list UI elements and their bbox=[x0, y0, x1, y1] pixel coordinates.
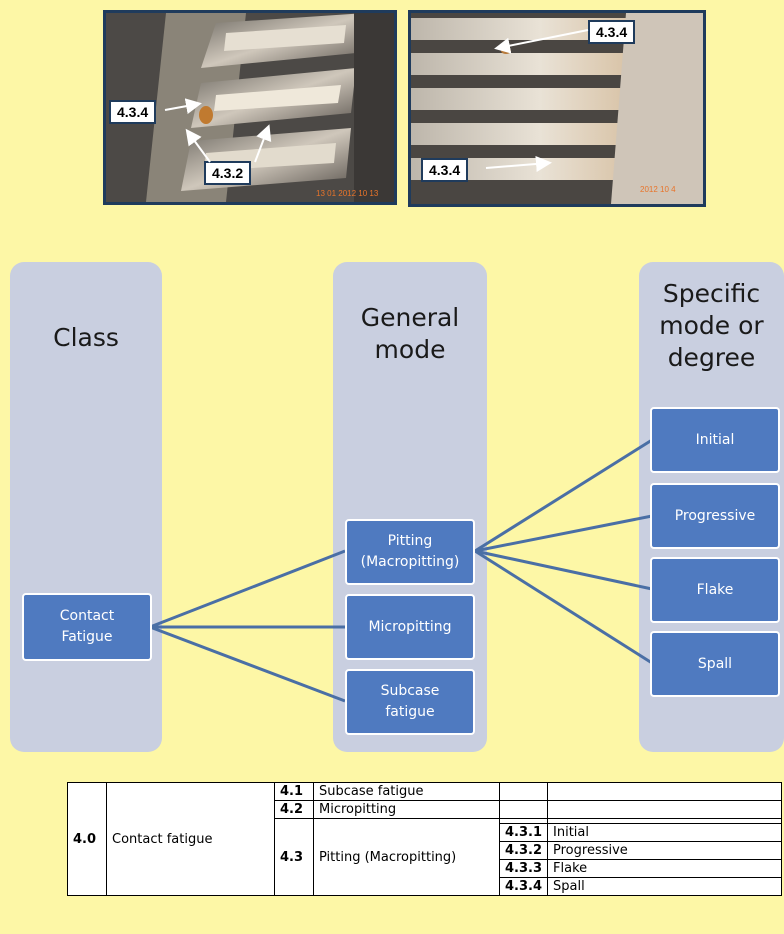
table-cell-empty bbox=[547, 800, 782, 819]
table-cell-mode-name: Pitting (Macropitting) bbox=[313, 818, 500, 896]
general-box-subcase-fatigue: Subcase fatigue bbox=[345, 669, 475, 735]
table-cell-degree-code: 4.3.1 bbox=[498, 823, 549, 842]
table-row: 4.2 Micropitting bbox=[68, 800, 782, 819]
classification-table: 4.0 Contact fatigue 4.1 Subcase fatigue … bbox=[67, 782, 782, 896]
specific-mode-column-title: Specific mode or degree bbox=[659, 279, 764, 372]
specific-box-progressive: Progressive bbox=[650, 483, 780, 549]
table-cell-empty bbox=[498, 800, 549, 819]
callout-label: 4.3.4 bbox=[421, 158, 469, 182]
table-cell-class-name: Contact fatigue bbox=[106, 782, 275, 896]
specific-box-flake: Flake bbox=[650, 557, 780, 623]
table-cell-degree-name: Flake bbox=[547, 859, 782, 878]
class-column bbox=[10, 262, 162, 752]
callout-label: 4.3.2 bbox=[204, 161, 252, 185]
gear-photo-right bbox=[408, 10, 706, 207]
table-cell-empty bbox=[498, 782, 549, 801]
table-row: 4.3.1 Initial bbox=[68, 823, 782, 842]
gear-teeth-image-right bbox=[411, 13, 703, 204]
date-stamp: 13 01 2012 10 13 bbox=[316, 189, 379, 198]
class-box-contact-fatigue: Contact Fatigue bbox=[22, 593, 152, 661]
general-box-pitting: Pitting (Macropitting) bbox=[345, 519, 475, 585]
table-cell-class-code: 4.0 bbox=[67, 782, 107, 896]
table-row: 4.0 Contact fatigue 4.1 Subcase fatigue bbox=[67, 782, 782, 896]
specific-box-spall: Spall bbox=[650, 631, 780, 697]
table-cell-degree-code: 4.3.2 bbox=[498, 841, 549, 860]
table-row: 4.3 Pitting (Macropitting) bbox=[68, 818, 782, 896]
table-cell-degree-code: 4.3.3 bbox=[498, 859, 549, 878]
callout-label: 4.3.4 bbox=[109, 100, 157, 124]
general-mode-column-title: General mode bbox=[360, 303, 460, 364]
table-cell-degree-name: Initial bbox=[547, 823, 782, 842]
table-cell-mode-code: 4.3 bbox=[274, 818, 314, 896]
connector-lines bbox=[149, 438, 653, 703]
general-box-micropitting: Micropitting bbox=[345, 594, 475, 660]
class-column-title: Class bbox=[53, 323, 119, 352]
table-cell-degree-name: Progressive bbox=[547, 841, 782, 860]
table-cell-mode-code: 4.2 bbox=[274, 800, 314, 819]
table-cell-mode-code: 4.1 bbox=[274, 782, 314, 801]
table-cell-degree-code: 4.3.4 bbox=[498, 877, 549, 896]
table-row: 4.3.2 Progressive bbox=[68, 841, 782, 860]
table-row: 4.3.4 Spall bbox=[68, 877, 782, 896]
callout-label: 4.3.4 bbox=[588, 20, 636, 44]
date-stamp: 2012 10 4 bbox=[640, 185, 676, 194]
table-cell-mode-name: Subcase fatigue bbox=[313, 782, 500, 801]
specific-box-initial: Initial bbox=[650, 407, 780, 473]
callout-arrows bbox=[164, 29, 589, 172]
table-cell-empty bbox=[547, 782, 782, 801]
table-cell-mode-name: Micropitting bbox=[313, 800, 500, 819]
table-cell-degree-name: Spall bbox=[547, 877, 782, 896]
